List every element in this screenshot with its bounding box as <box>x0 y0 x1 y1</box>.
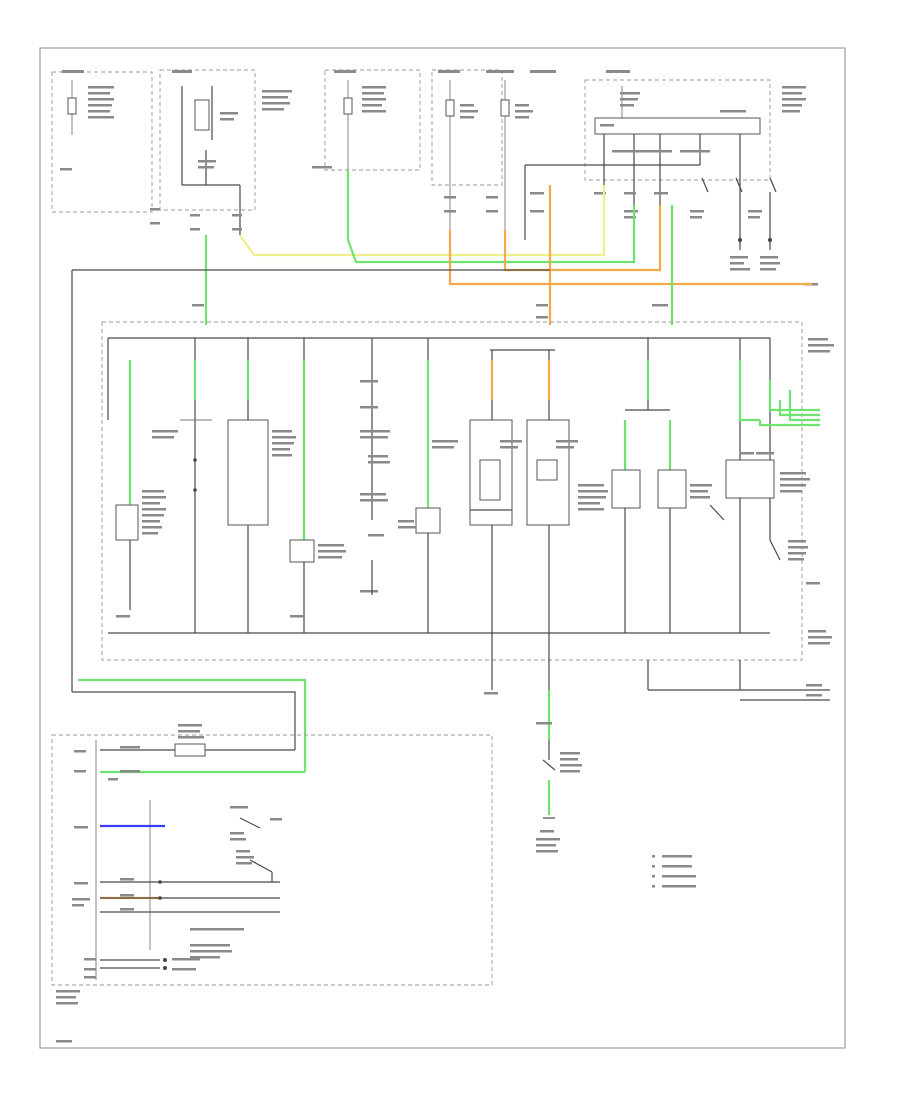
fuse-box-2 <box>324 69 421 171</box>
fuse-box-4 <box>584 79 771 181</box>
indicator-box-5 <box>611 469 641 509</box>
diagram-frame <box>39 47 846 1049</box>
junction-block <box>594 117 761 135</box>
indicator-box-2 <box>227 419 269 526</box>
lower-section <box>51 678 582 1043</box>
indicator-box-1 <box>115 504 139 541</box>
indicator-box-3 <box>289 539 315 563</box>
indicator-box-7 <box>725 459 775 499</box>
diagram-legend <box>652 855 696 888</box>
relay-box <box>159 69 256 211</box>
indicator-box-6 <box>657 469 687 509</box>
fuse-box-1 <box>51 71 153 213</box>
top-harness-wires <box>71 170 812 692</box>
top-power-section <box>51 69 818 286</box>
fuse-box-3 <box>431 69 503 186</box>
combination-meter <box>101 321 834 740</box>
fuse-lower <box>174 743 206 757</box>
light-control-switch-box <box>51 734 493 986</box>
indicator-box-4 <box>415 507 441 534</box>
